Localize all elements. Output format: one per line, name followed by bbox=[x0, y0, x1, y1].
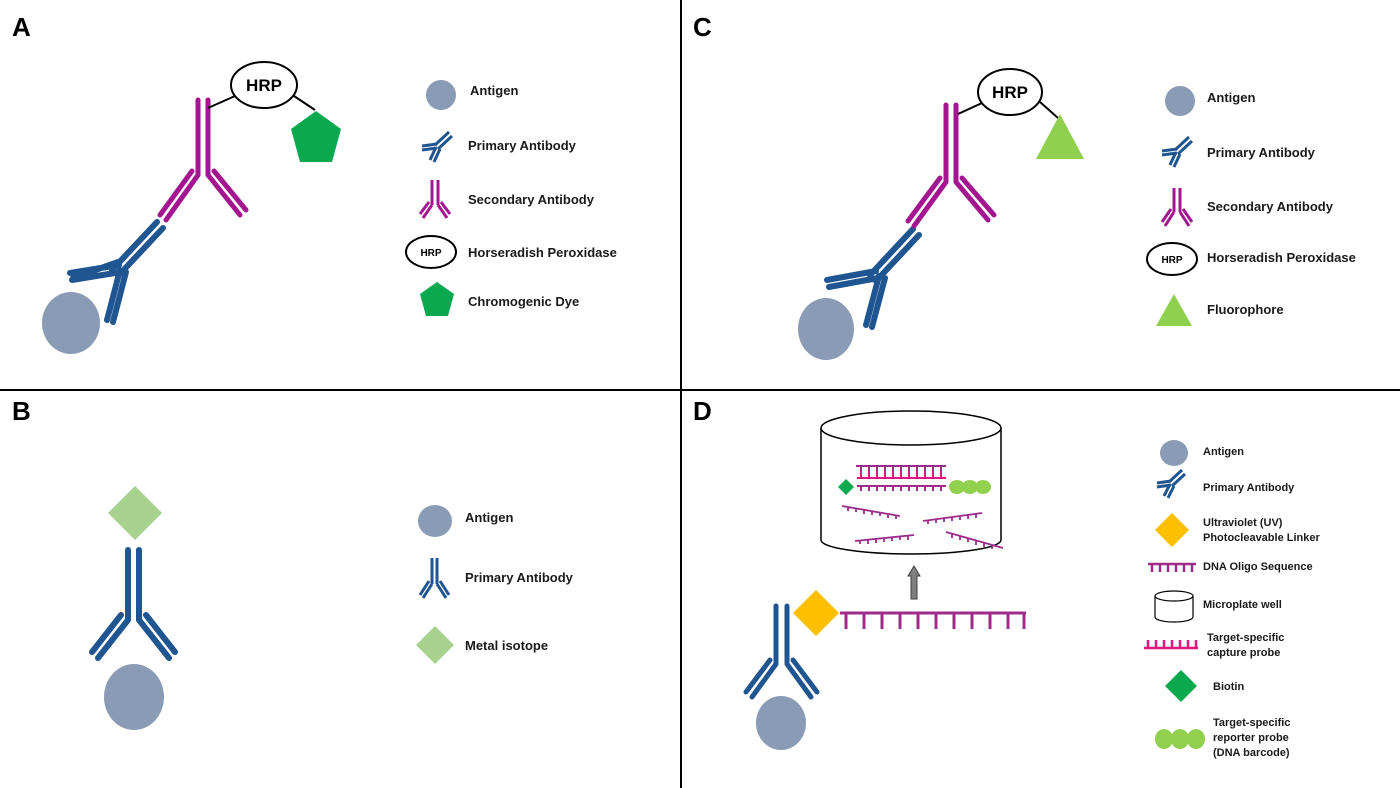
panel-a-illustration: HRP bbox=[42, 61, 341, 354]
legend-item-hrp: HRP Horseradish Peroxidase bbox=[405, 235, 617, 269]
svg-text:Primary Antibody: Primary Antibody bbox=[465, 570, 574, 585]
panel-b-letter: B bbox=[12, 396, 31, 426]
legend-item-uv-linker: Ultraviolet (UV) Photocleavable Linker bbox=[1155, 513, 1320, 547]
panel-a: A HRP Antigen bbox=[12, 12, 617, 354]
panel-b-illustration bbox=[89, 486, 178, 730]
panel-a-letter: A bbox=[12, 12, 31, 42]
legend-item-dna-oligo: DNA Oligo Sequence bbox=[1148, 561, 1313, 573]
svg-text:Ultraviolet (UV): Ultraviolet (UV) bbox=[1203, 517, 1283, 529]
legend-item-primary-antibody: Primary Antibody bbox=[418, 558, 574, 599]
svg-text:Primary Antibody: Primary Antibody bbox=[468, 138, 577, 153]
legend-item-fluorophore: Fluorophore bbox=[1156, 294, 1284, 326]
legend-item-hrp: HRP Horseradish Peroxidase bbox=[1146, 242, 1356, 276]
legend-item-metal-isotope: Metal isotope bbox=[416, 626, 548, 664]
legend-item-antigen: Antigen bbox=[1160, 440, 1244, 466]
svg-text:Secondary Antibody: Secondary Antibody bbox=[1207, 199, 1334, 214]
hrp-label: HRP bbox=[246, 76, 282, 95]
svg-text:Target-specific: Target-specific bbox=[1207, 632, 1284, 644]
svg-text:Antigen: Antigen bbox=[470, 83, 518, 98]
secondary-antibody-icon bbox=[157, 97, 249, 223]
dna-oligo-icon bbox=[856, 465, 946, 491]
primary-antibody-icon bbox=[743, 603, 820, 700]
panel-c-illustration: HRP bbox=[798, 68, 1084, 360]
primary-antibody-icon bbox=[67, 219, 166, 325]
hrp-icon: HRP bbox=[957, 68, 1059, 119]
antigen-icon bbox=[756, 696, 806, 750]
legend-item-primary-antibody: Primary Antibody bbox=[1156, 468, 1295, 499]
svg-text:capture probe: capture probe bbox=[1207, 647, 1280, 659]
panel-d-legend: Antigen Primary Antibody Ultraviolet (UV… bbox=[1144, 440, 1320, 759]
svg-text:Horseradish Peroxidase: Horseradish Peroxidase bbox=[468, 245, 617, 260]
antigen-icon bbox=[42, 292, 100, 354]
arrow-icon bbox=[907, 565, 921, 600]
svg-text:Fluorophore: Fluorophore bbox=[1207, 302, 1284, 317]
primary-antibody-icon bbox=[824, 226, 922, 330]
svg-text:Antigen: Antigen bbox=[465, 510, 513, 525]
legend-item-biotin: Biotin bbox=[1165, 670, 1244, 702]
svg-text:Primary Antibody: Primary Antibody bbox=[1207, 145, 1316, 160]
svg-text:HRP: HRP bbox=[1161, 255, 1182, 266]
secondary-antibody-icon bbox=[905, 102, 997, 229]
legend-item-antigen: Antigen bbox=[418, 505, 513, 537]
panel-d: D bbox=[693, 396, 1320, 759]
primary-antibody-icon bbox=[89, 547, 178, 661]
svg-text:DNA Oligo Sequence: DNA Oligo Sequence bbox=[1203, 561, 1313, 573]
panel-c: C HRP Antigen bbox=[693, 12, 1356, 360]
panel-b-legend: Antigen Primary Antibody Metal isotope bbox=[416, 505, 574, 664]
svg-text:Target-specific: Target-specific bbox=[1213, 717, 1290, 729]
panel-a-legend: Antigen Primary Antibody Secondary Antib… bbox=[405, 80, 617, 316]
legend-item-reporter-probe: Target-specific reporter probe (DNA barc… bbox=[1155, 717, 1290, 759]
legend-item-capture-probe: Target-specific capture probe bbox=[1144, 632, 1284, 659]
svg-text:HRP: HRP bbox=[420, 248, 441, 259]
loose-dna-oligos bbox=[841, 505, 1004, 549]
svg-text:Horseradish Peroxidase: Horseradish Peroxidase bbox=[1207, 250, 1356, 265]
legend-item-secondary-antibody: Secondary Antibody bbox=[418, 180, 595, 219]
antigen-icon bbox=[798, 298, 854, 360]
metal-isotope-icon bbox=[108, 486, 162, 540]
legend-item-secondary-antibody: Secondary Antibody bbox=[1160, 188, 1334, 227]
svg-text:Secondary Antibody: Secondary Antibody bbox=[468, 192, 595, 207]
biotin-icon bbox=[838, 479, 854, 495]
chromogenic-dye-icon bbox=[291, 111, 341, 162]
svg-text:Biotin: Biotin bbox=[1213, 681, 1244, 693]
svg-text:Photocleavable Linker: Photocleavable Linker bbox=[1203, 532, 1320, 544]
panel-b: B Antigen Primary Antibody Met bbox=[12, 396, 574, 730]
svg-text:Microplate well: Microplate well bbox=[1203, 599, 1282, 611]
svg-text:Primary Antibody: Primary Antibody bbox=[1203, 482, 1295, 494]
svg-text:Antigen: Antigen bbox=[1207, 90, 1255, 105]
microplate-well-icon bbox=[820, 410, 1002, 555]
legend-item-primary-antibody: Primary Antibody bbox=[1161, 135, 1316, 168]
antigen-icon bbox=[104, 664, 164, 730]
svg-text:reporter probe: reporter probe bbox=[1213, 732, 1289, 744]
hrp-label: HRP bbox=[992, 83, 1028, 102]
svg-text:Chromogenic Dye: Chromogenic Dye bbox=[468, 294, 579, 309]
fluorophore-icon bbox=[1036, 114, 1084, 159]
legend-item-primary-antibody: Primary Antibody bbox=[421, 130, 577, 163]
legend-item-microplate-well: Microplate well bbox=[1154, 590, 1282, 623]
svg-text:(DNA barcode): (DNA barcode) bbox=[1213, 747, 1290, 759]
panel-d-letter: D bbox=[693, 396, 712, 426]
capture-probe-icon bbox=[857, 471, 946, 479]
reporter-probe-icon bbox=[949, 480, 991, 494]
panel-c-legend: Antigen Primary Antibody Secondary Antib… bbox=[1146, 86, 1356, 326]
svg-text:Antigen: Antigen bbox=[1203, 446, 1244, 458]
hrp-icon: HRP bbox=[207, 61, 316, 111]
panel-d-illustration bbox=[743, 410, 1026, 750]
legend-item-antigen: Antigen bbox=[426, 80, 518, 110]
uv-linker-icon bbox=[793, 590, 839, 636]
dna-oligo-sequence bbox=[840, 611, 1026, 629]
legend-item-antigen: Antigen bbox=[1165, 86, 1255, 116]
svg-text:Metal isotope: Metal isotope bbox=[465, 638, 548, 653]
panel-c-letter: C bbox=[693, 12, 712, 42]
legend-item-chromogenic-dye: Chromogenic Dye bbox=[420, 282, 579, 316]
